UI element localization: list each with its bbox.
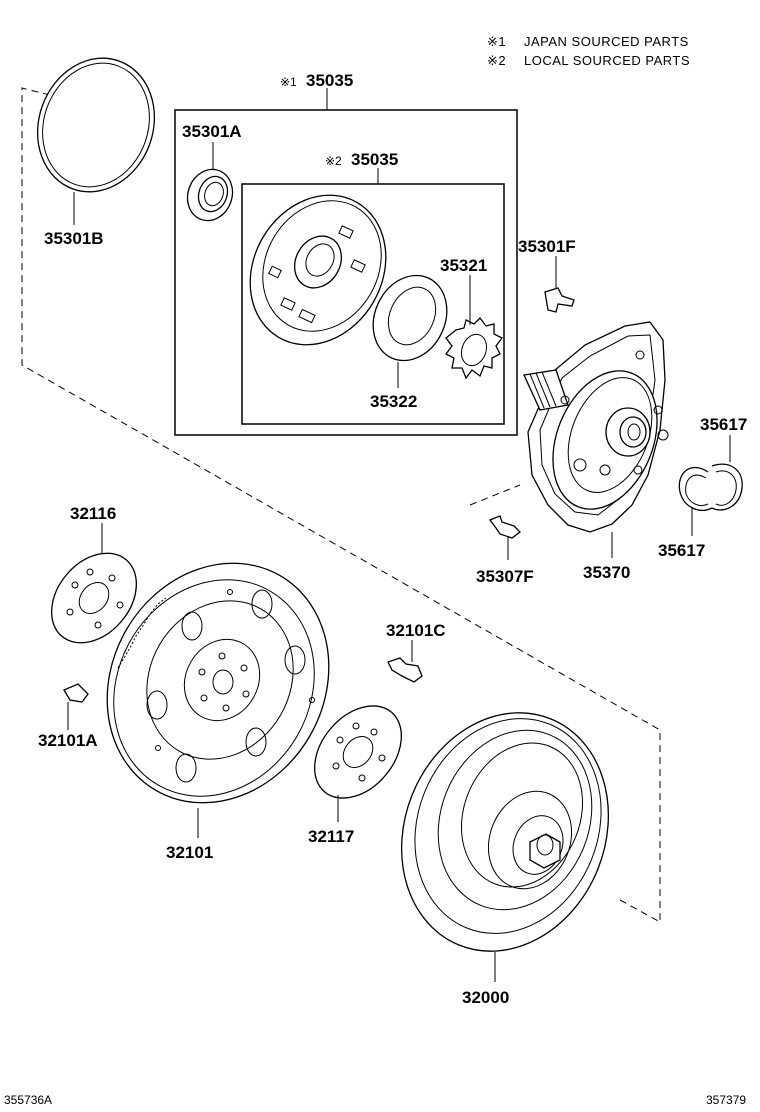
legend: ※1 JAPAN SOURCED PARTS ※2 LOCAL SOURCED … bbox=[487, 34, 690, 68]
oil-pump-body-35370[interactable]: 35370 bbox=[523, 321, 676, 582]
label-35301F: 35301F bbox=[518, 237, 576, 256]
oil-seal-35301A[interactable]: 35301A bbox=[180, 122, 242, 227]
label-32000: 32000 bbox=[462, 988, 509, 1007]
snap-rings-35617[interactable]: 35617 35617 bbox=[658, 415, 747, 560]
label-outer-kit-35035: 35035 bbox=[306, 71, 353, 90]
label-35301B: 35301B bbox=[44, 229, 104, 248]
bolt-32101C[interactable]: 32101C bbox=[386, 621, 446, 683]
note-2-text: LOCAL SOURCED PARTS bbox=[524, 53, 690, 68]
o-ring-35301B[interactable]: 35301B bbox=[19, 42, 173, 248]
label-35322: 35322 bbox=[370, 392, 417, 411]
bolt-35301F[interactable]: 35301F bbox=[518, 237, 576, 313]
kit-box-outer: ※1 35035 bbox=[174, 71, 518, 436]
label-32101: 32101 bbox=[166, 843, 213, 862]
note-2-mark: ※2 bbox=[487, 53, 506, 68]
label-35321: 35321 bbox=[440, 256, 487, 275]
drive-gear-35321[interactable]: 35321 bbox=[440, 256, 503, 380]
spacer-plate-32117[interactable]: 32117 bbox=[297, 689, 419, 846]
inner-kit-mark: ※2 bbox=[325, 154, 342, 168]
outer-kit-mark: ※1 bbox=[280, 75, 297, 89]
bolt-32101A[interactable]: 32101A bbox=[38, 683, 98, 750]
label-35370: 35370 bbox=[583, 563, 630, 582]
note-1-text: JAPAN SOURCED PARTS bbox=[524, 34, 689, 49]
spacer-plate-32116[interactable]: 32116 bbox=[34, 504, 153, 659]
label-32117: 32117 bbox=[308, 827, 354, 846]
label-32101A: 32101A bbox=[38, 731, 98, 750]
assembly-outline bbox=[21, 87, 661, 923]
footer-left-code: 355736A bbox=[4, 1093, 52, 1107]
label-35307F: 35307F bbox=[476, 567, 534, 586]
kit-box-inner: ※2 35035 bbox=[241, 150, 505, 425]
driven-gear-35322[interactable]: 35322 bbox=[360, 263, 461, 411]
footer-right-code: 357379 bbox=[706, 1093, 746, 1107]
torque-converter-32000[interactable]: 32000 bbox=[367, 681, 644, 1007]
label-35617-top: 35617 bbox=[700, 415, 747, 434]
drive-plate-32101[interactable]: 32101 bbox=[64, 523, 372, 862]
note-1-mark: ※1 bbox=[487, 34, 506, 49]
pump-body-plate[interactable] bbox=[224, 170, 413, 369]
label-32116: 32116 bbox=[70, 504, 116, 523]
label-inner-kit-35035: 35035 bbox=[351, 150, 398, 169]
label-35617-bottom: 35617 bbox=[658, 541, 705, 560]
label-35301A: 35301A bbox=[182, 122, 242, 141]
bolt-35307F[interactable]: 35307F bbox=[476, 515, 534, 586]
label-32101C: 32101C bbox=[386, 621, 446, 640]
